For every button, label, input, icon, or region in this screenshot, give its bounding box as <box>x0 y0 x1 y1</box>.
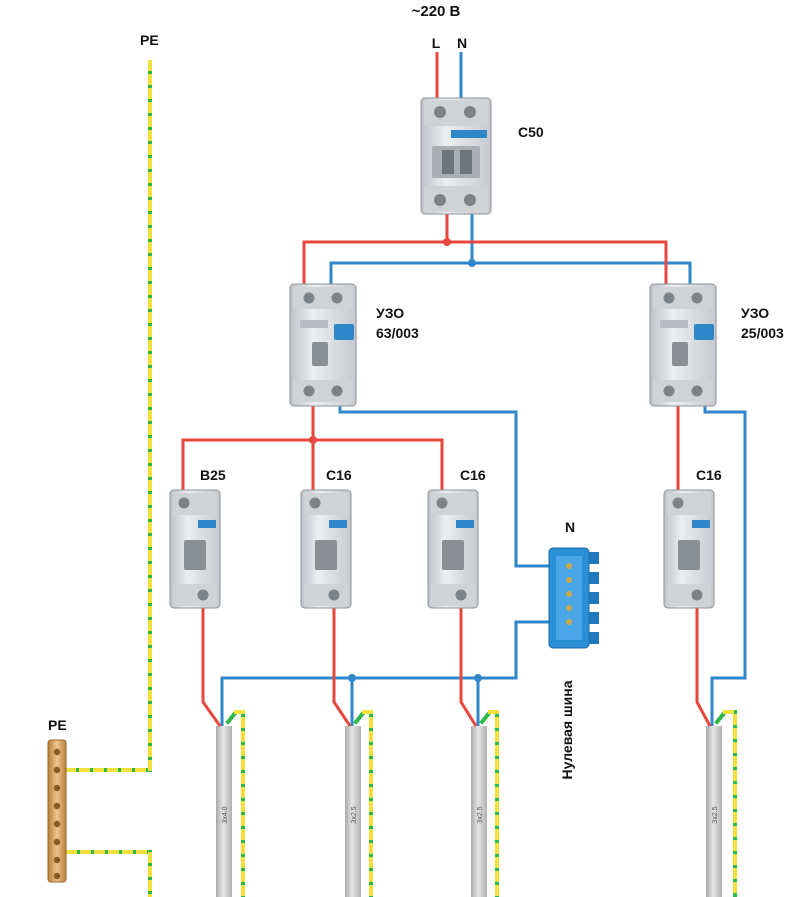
pe-wires <box>66 60 737 897</box>
rcd-2-label-line2: 25/003 <box>741 325 784 341</box>
breaker-b25-label: B25 <box>200 467 226 483</box>
phase-label: L <box>432 35 441 51</box>
neutral-bus-caption: Нулевая шина <box>559 680 575 779</box>
neutral-distribution-bus <box>329 261 692 288</box>
neutral-bus-out <box>220 620 558 726</box>
neutral-rcd2-out <box>703 402 747 726</box>
breaker-c16-2-label: C16 <box>460 467 486 483</box>
phase-out-c16-2 <box>459 606 478 727</box>
pe-cable-ends <box>225 710 737 897</box>
neutral-wires <box>220 52 747 726</box>
phase-out-b25 <box>201 606 222 727</box>
pe-bus-label: PE <box>48 717 67 733</box>
breaker-c16-3 <box>663 489 715 609</box>
cable-marking: 3х2.5 <box>712 806 719 823</box>
supply-voltage-label: ~220 В <box>412 3 461 20</box>
breaker-c16-1 <box>300 489 352 609</box>
pe-main-wire <box>66 60 152 772</box>
rcd-2 <box>649 283 717 407</box>
pe-top-label: PE <box>140 32 159 48</box>
cable-marking: 3х2.5 <box>477 806 484 823</box>
cable-marking: 3х4.0 <box>222 806 229 823</box>
cable-3: 3х2.5 <box>471 726 487 897</box>
pe-bus-bar <box>47 739 67 883</box>
cable-4: 3х2.5 <box>706 726 722 897</box>
main-breaker <box>420 97 492 215</box>
pe-return-wire <box>66 850 152 897</box>
cable-2: 3х2.5 <box>345 726 361 897</box>
phase-out-c16-1 <box>332 606 352 727</box>
cable-1: 3х4.0 <box>216 726 232 897</box>
breaker-c16-2 <box>427 489 479 609</box>
neutral-label: N <box>457 35 467 51</box>
main-breaker-label: C50 <box>518 124 544 140</box>
neutral-bus-bar <box>548 547 599 649</box>
neutral-bus-label: N <box>565 519 575 535</box>
cable-marking: 3х2.5 <box>351 806 358 823</box>
breaker-b25 <box>169 489 221 609</box>
phase-out-c16-3 <box>695 606 712 727</box>
rcd-1-label-line2: 63/003 <box>376 325 419 341</box>
breaker-c16-3-label: C16 <box>696 467 722 483</box>
breaker-c16-1-label: C16 <box>326 467 352 483</box>
junction-dots <box>309 238 482 682</box>
outgoing-cables: 3х4.0 3х2.5 3х2.5 3х2.5 <box>216 726 722 897</box>
rcd-1-label-line1: УЗО <box>376 305 404 321</box>
rcd-1 <box>289 283 357 407</box>
neutral-rcd1-out <box>338 402 550 568</box>
rcd-2-label-line1: УЗО <box>741 305 769 321</box>
phase-distribution-bus <box>302 240 668 288</box>
